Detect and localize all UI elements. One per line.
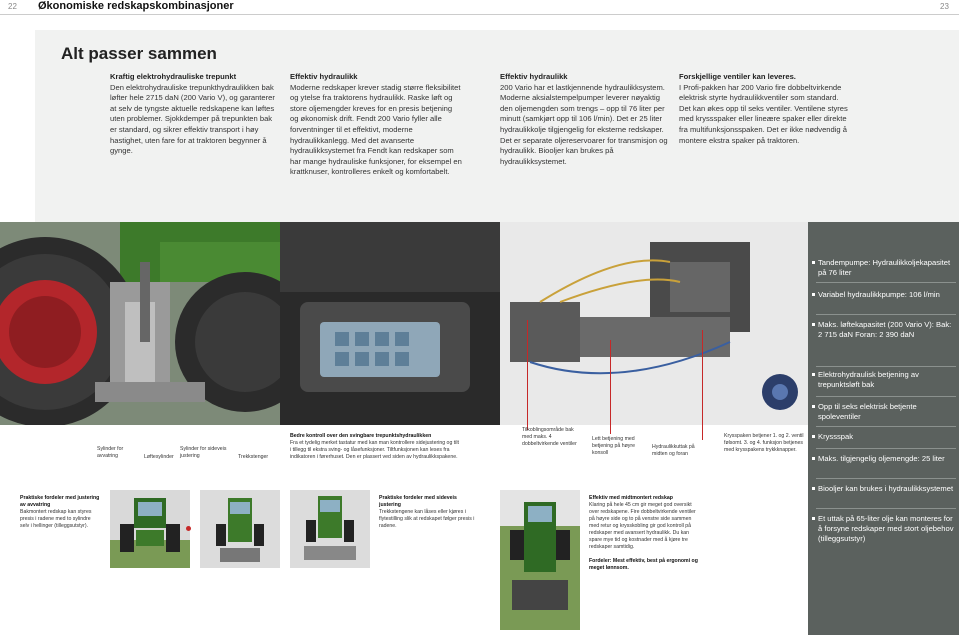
keypad-illustration <box>280 222 500 425</box>
caption-hydraulic-outlets: Hydraulikkuttak på midten og foran <box>652 444 695 457</box>
spec-item: Tandempumpe: Hydraulikkoljekapasitet på … <box>812 258 956 278</box>
column-heading: Kraftig elektrohydrauliske trepunkt <box>110 72 237 81</box>
tractor-midmount-photo <box>500 490 580 630</box>
spec-divider <box>816 426 956 427</box>
spec-divider <box>816 314 956 315</box>
caption-avvatring-cylinder: Sylinder for avvatring <box>97 446 124 459</box>
spec-item: Et uttak på 65-liter olje kan monteres f… <box>812 514 956 544</box>
callout-line <box>527 320 528 430</box>
spec-item: Bioolјer kan brukes i hydraulikksystemet <box>812 484 956 494</box>
tractor-midmount-illustration <box>500 490 580 630</box>
spec-item: Variabel hydraulikkpumpe: 106 l/min <box>812 290 956 300</box>
column-heading: Effektiv hydraulikk <box>500 72 568 81</box>
caption-joystick: Krysspaken betjener 1. og 2. ventil føls… <box>724 433 804 453</box>
text-column-4: Forskjellige ventiler kan leveres. I Pro… <box>679 72 851 146</box>
column-body: Moderne redskaper krever stadig større f… <box>290 82 462 177</box>
intro-band <box>35 30 959 222</box>
rear-linkage-photo <box>0 222 280 425</box>
caption-keypad-title: Bedre kontroll over den svingbare trepun… <box>290 433 432 439</box>
caption-sideways-cylinder: Sylinder for sideveis justering <box>180 446 227 459</box>
caption-avvatring-benefit: Praktiske fordeler med justering av avva… <box>20 495 100 530</box>
spec-panel: Tandempumpe: Hydraulikkoljekapasitet på … <box>808 222 959 635</box>
page-number-right: 23 <box>940 2 949 11</box>
caption-lift-cylinder: Løftesylinder <box>144 454 174 460</box>
caption-easy-operation: Lett betjening med betjening på høyre ko… <box>592 436 635 456</box>
column-body: 200 Vario har et lastkjennende hydraulik… <box>500 82 668 166</box>
caption-sideways-title: Praktiske fordeler med sideveis justerin… <box>379 495 457 508</box>
tractor-top-illustration <box>200 490 280 568</box>
callout-line <box>610 340 611 434</box>
header-divider <box>0 14 959 15</box>
caption-midmount-body: Klaring på hele 45 cm gir meget god over… <box>589 502 696 550</box>
caption-keypad: Bedre kontroll over den svingbare trepun… <box>290 433 460 461</box>
tractor-rear-photo-1 <box>110 490 190 568</box>
spec-divider <box>816 282 956 283</box>
tractor-sideways-photo-1 <box>290 490 370 568</box>
caption-sideways-benefit: Praktiske fordeler med sideveis justerin… <box>379 495 479 530</box>
callout-line <box>702 330 703 440</box>
caption-sideways-body: Trekkstengene kan låses eller kjøres i f… <box>379 509 475 529</box>
caption-rear-connection: Tilkoblingsområde bak med maks. 4 dobbel… <box>522 427 577 447</box>
column-heading: Forskjellige ventiler kan leveres. <box>679 72 796 81</box>
caption-avvatring-body: Bakmontert redskap kan styres presis i r… <box>20 509 92 529</box>
column-heading: Effektiv hydraulikk <box>290 72 358 81</box>
spec-divider <box>816 396 956 397</box>
spec-divider <box>816 366 956 367</box>
caption-benefits: Fordeler: Mest effektiv, best på ergonom… <box>589 558 698 571</box>
caption-avvatring-title: Praktiske fordeler med justering av avva… <box>20 495 100 508</box>
spec-item: Elektrohydraulisk betjening av trepunkts… <box>812 370 956 390</box>
hydraulic-system-render <box>500 222 808 425</box>
page-title: Alt passer sammen <box>61 44 217 63</box>
spec-item: Kryssspak <box>812 432 956 442</box>
tractor-rear-photo-2 <box>200 490 280 568</box>
spec-divider <box>816 508 956 509</box>
tractor-rear-illustration <box>110 490 190 568</box>
keypad-photo <box>280 222 500 425</box>
caption-drawbars: Trekkstenger <box>238 454 269 460</box>
hydraulic-illustration <box>500 222 808 425</box>
rear-linkage-illustration <box>0 222 280 425</box>
spec-item: Opp til seks elektrisk betjente spoleven… <box>812 402 956 422</box>
text-column-2: Effektiv hydraulikk Moderne redskaper kr… <box>290 72 462 178</box>
caption-keypad-body: Fra et tydelig merket tastatur med kan m… <box>290 440 459 460</box>
callout-dot <box>186 526 191 531</box>
spec-item: Maks. løftekapasitet (200 Vario V): Bak:… <box>812 320 956 340</box>
tractor-sideways-illustration <box>290 490 370 568</box>
spec-divider <box>816 448 956 449</box>
page-number-left: 22 <box>8 2 17 11</box>
caption-midmount-title: Effektiv med midtmontert redskap <box>589 495 673 501</box>
spec-divider <box>816 478 956 479</box>
text-column-1: Kraftig elektrohydrauliske trepunkt Den … <box>110 72 280 157</box>
column-body: Den elektrohydrauliske trepunkthydraulik… <box>110 82 275 156</box>
text-column-3: Effektiv hydraulikk 200 Vario har et las… <box>500 72 672 167</box>
page-header: 22 Økonomiske redskapskombinasjoner 23 <box>0 0 959 14</box>
column-body: I Profi-pakken har 200 Vario fire dobbel… <box>679 82 848 145</box>
page-header-title: Økonomiske redskapskombinasjoner <box>38 0 234 12</box>
caption-midmount: Effektiv med midtmontert redskap Klaring… <box>589 495 699 572</box>
spec-item: Maks. tilgjengelig oljemengde: 25 liter <box>812 454 956 464</box>
